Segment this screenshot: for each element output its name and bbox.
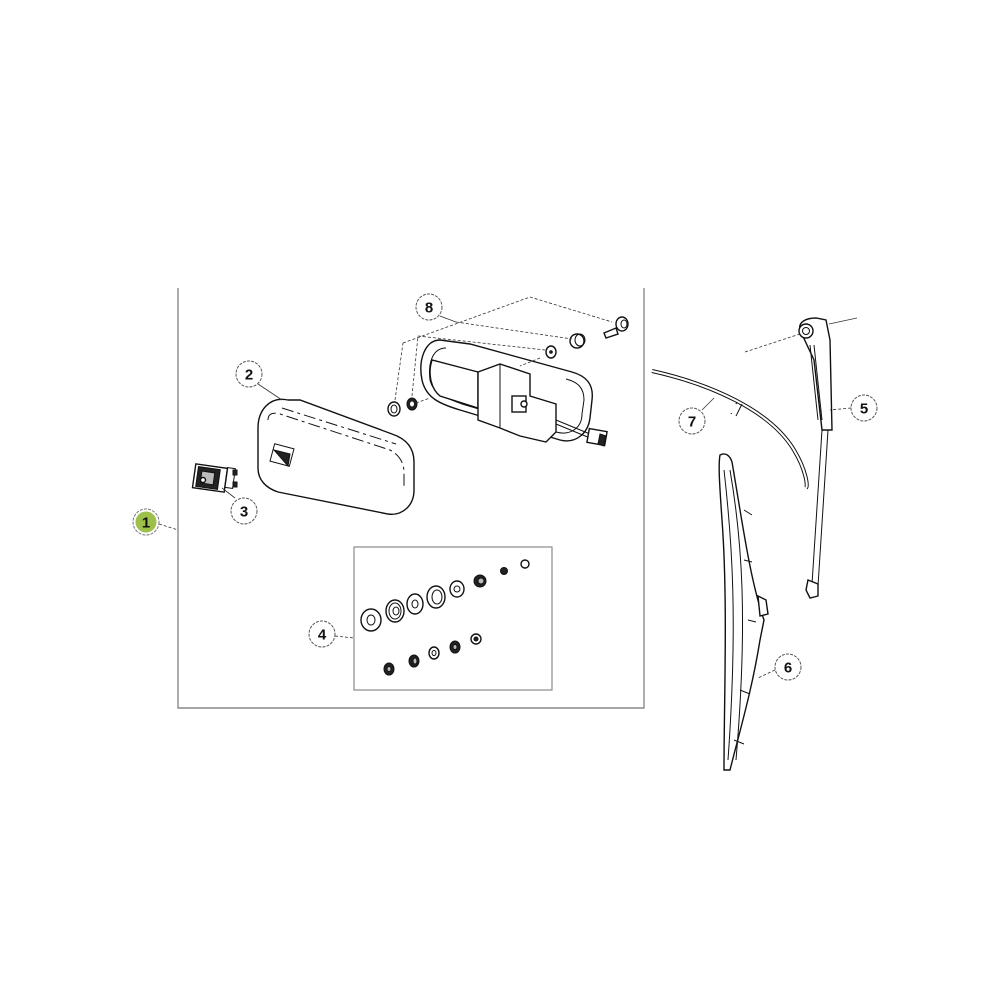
motor-fasteners-part[interactable] <box>387 316 629 417</box>
callout-4-label: 4 <box>318 627 327 644</box>
washer-hose-part[interactable] <box>651 369 809 490</box>
motor-cover-part[interactable] <box>257 398 415 515</box>
callout-2[interactable]: 2 <box>235 360 263 388</box>
callout-1-highlight <box>135 511 157 533</box>
hardware-kit-part[interactable] <box>360 559 530 676</box>
callout-4[interactable]: 4 <box>308 620 336 648</box>
callout-2-label: 2 <box>245 367 253 384</box>
callout-3-label: 3 <box>240 504 248 521</box>
callout-6-label: 6 <box>784 660 792 677</box>
wiper-motor-part[interactable] <box>420 339 608 447</box>
callout-1[interactable]: 1 <box>132 508 160 536</box>
callout-1-label: 1 <box>142 515 150 532</box>
callout-6[interactable]: 6 <box>774 653 802 681</box>
callout-5[interactable]: 5 <box>850 394 878 422</box>
callout-3[interactable]: 3 <box>230 497 258 525</box>
hardware-kit-frame <box>353 546 553 691</box>
rocker-switch-part[interactable] <box>191 463 238 493</box>
leader-lines <box>158 296 852 679</box>
assembly-frame <box>177 288 645 709</box>
callout-8-label: 8 <box>425 300 433 317</box>
callout-7[interactable]: 7 <box>678 407 706 435</box>
wiper-blade-part[interactable] <box>718 453 769 771</box>
callout-8[interactable]: 8 <box>415 293 443 321</box>
wiper-arm-part[interactable] <box>744 317 858 599</box>
callout-5-label: 5 <box>860 401 868 418</box>
callout-7-label: 7 <box>688 414 696 431</box>
